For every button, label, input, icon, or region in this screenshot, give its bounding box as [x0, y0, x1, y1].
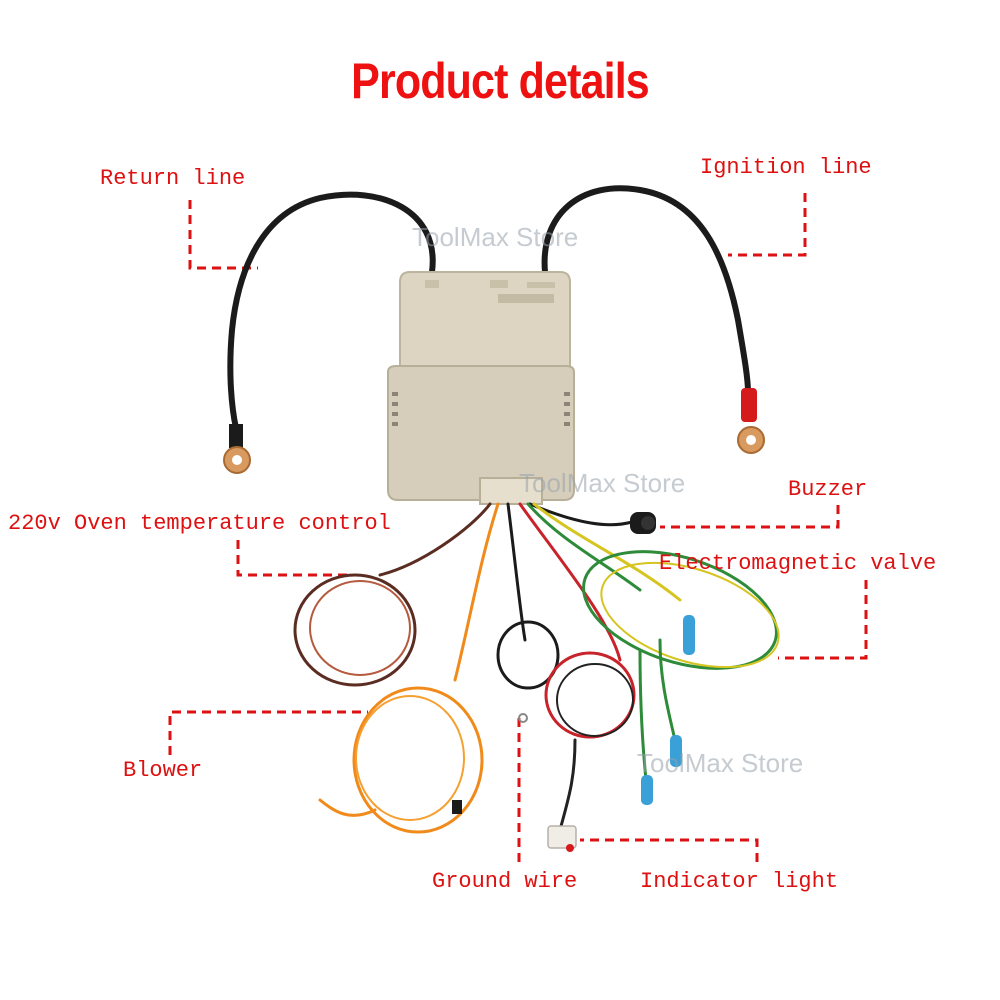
valve-connectors [641, 615, 695, 805]
label-buzzer: Buzzer [788, 477, 868, 502]
leader-return-line [188, 200, 258, 270]
label-blower: Blower [123, 758, 203, 783]
temp-control-wire [378, 502, 492, 577]
controller-housing [387, 271, 575, 505]
leader-buzzer [660, 505, 840, 529]
label-indicator-light: Indicator light [640, 869, 839, 894]
label-ground-wire: Ground wire [432, 869, 578, 894]
leader-ignition-line [728, 193, 807, 257]
leader-indicator-light [580, 838, 759, 862]
label-oven-temperature-control: 220v Oven temperature control [8, 511, 391, 536]
indicator-light-component [547, 825, 577, 852]
leader-lines [168, 193, 868, 862]
watermark: ToolMax Store [412, 222, 579, 252]
top-cables [227, 185, 751, 431]
ignition-cable [541, 185, 751, 395]
watermark: ToolMax Store [637, 748, 804, 778]
return-terminal [223, 424, 251, 474]
ignition-terminal [737, 388, 765, 454]
buzzer-component [630, 512, 656, 534]
leader-oven-temp [236, 540, 352, 577]
return-cable [227, 191, 436, 431]
watermark: ToolMax Store [519, 468, 686, 498]
label-ignition-line: Ignition line [700, 155, 872, 180]
leader-electromagnetic-valve [778, 580, 868, 660]
leader-blower [168, 710, 368, 755]
harness-wires [293, 502, 780, 834]
label-electromagnetic-valve: Electromagnetic valve [659, 551, 937, 576]
label-return-line: Return line [100, 166, 246, 191]
page-title: Product details [351, 53, 650, 109]
